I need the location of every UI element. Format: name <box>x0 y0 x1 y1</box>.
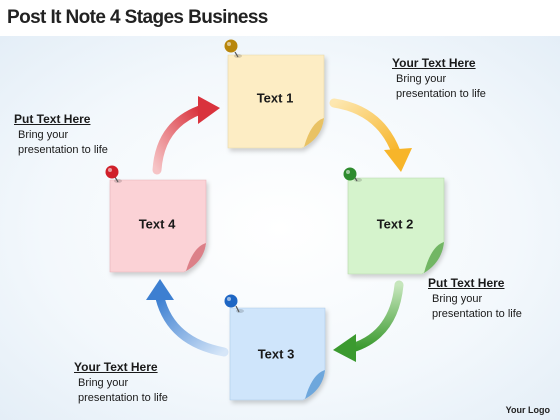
note-3-pin-icon <box>224 294 244 313</box>
arrow-text4-to-text1 <box>152 96 220 175</box>
arrow-text2-to-text3 <box>333 280 404 362</box>
note-1-pin-icon <box>224 39 242 58</box>
callout-top-right: Your Text Here Bring your presentation t… <box>392 56 506 102</box>
sticky-note-3 <box>224 294 326 401</box>
logo-placeholder: Your Logo <box>505 405 550 415</box>
callout-heading: Put Text Here <box>428 276 505 290</box>
callout-bottom-right: Put Text Here Bring your presentation to… <box>428 276 542 322</box>
note-3-label: Text 3 <box>257 346 295 362</box>
callout-body: Bring your presentation to life <box>78 377 168 404</box>
slide-title: Post It Note 4 Stages Business <box>7 7 268 28</box>
note-2-label: Text 2 <box>376 216 414 232</box>
note-1-corner-curl <box>304 118 324 147</box>
callout-heading: Your Text Here <box>74 360 158 374</box>
sticky-note-4 <box>105 165 207 273</box>
callout-body: Bring your presentation to life <box>432 293 522 320</box>
note-2-corner-curl <box>424 242 444 273</box>
sticky-note-1 <box>224 39 325 149</box>
note-4-label: Text 4 <box>138 216 176 232</box>
callout-body: Bring your presentation to life <box>396 73 486 100</box>
callout-bottom-left: Your Text Here Bring your presentation t… <box>74 360 188 406</box>
note-4-pin-icon <box>105 165 122 183</box>
note-1-label: Text 1 <box>256 90 294 106</box>
arrow-text1-to-text2 <box>329 98 412 172</box>
note-3-corner-curl <box>305 370 325 399</box>
callout-heading: Put Text Here <box>14 112 91 126</box>
note-4-corner-curl <box>186 243 206 271</box>
callout-body: Bring your presentation to life <box>18 129 108 156</box>
callout-heading: Your Text Here <box>392 56 476 70</box>
callout-top-left: Put Text Here Bring your presentation to… <box>14 112 128 158</box>
note-2-pin-icon <box>343 167 362 182</box>
sticky-note-2 <box>343 167 445 275</box>
arrow-text3-to-text4 <box>146 279 229 357</box>
